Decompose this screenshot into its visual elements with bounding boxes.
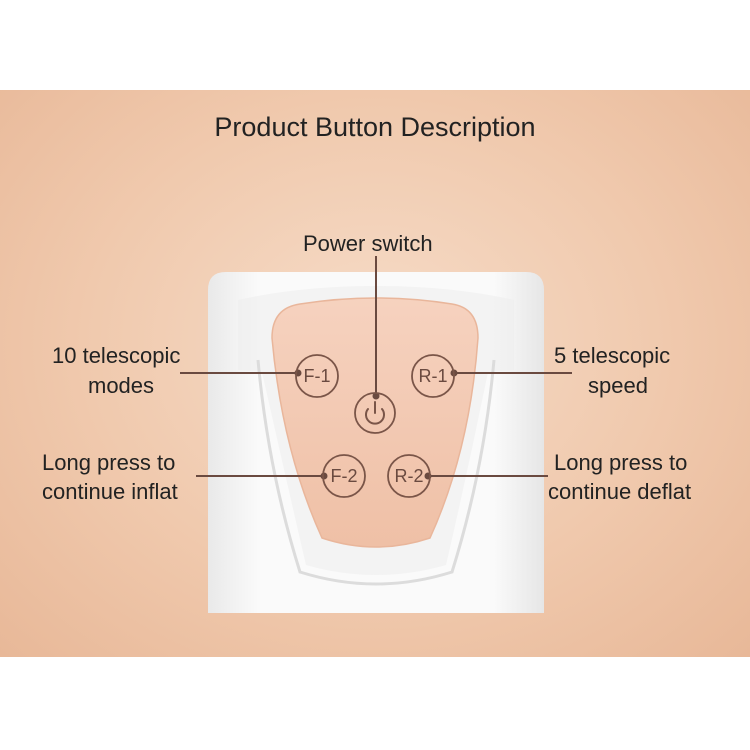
speed-label-line1: 5 telescopic: [554, 343, 671, 368]
r1-label: R-1: [418, 366, 447, 386]
button-r2: [387, 454, 431, 498]
power-icon: [365, 401, 385, 425]
r2-label: R-2: [394, 466, 423, 486]
device-inner-frame: [256, 359, 496, 586]
button-power: [354, 392, 396, 434]
button-f2: [322, 454, 366, 498]
speed-label-line2: speed: [588, 373, 648, 398]
modes-label-line2: modes: [88, 373, 155, 398]
inflate-label-line2: continue inflat: [42, 479, 178, 504]
power-switch-label: Power switch: [303, 231, 433, 256]
inflate-label-line1: Long press to: [42, 450, 176, 475]
deflate-label-line1: Long press to: [554, 450, 688, 475]
button-f1: [295, 354, 339, 398]
f1-label: F-1: [304, 366, 331, 386]
button-r1: [411, 354, 455, 398]
modes-label-line1: 10 telescopic: [52, 343, 181, 368]
leader-lines: [180, 256, 572, 477]
f2-label: F-2: [331, 466, 358, 486]
deflate-label-line2: continue deflat: [548, 479, 692, 504]
button-pad: [271, 297, 479, 548]
page-title: Product Button Description: [214, 112, 536, 142]
